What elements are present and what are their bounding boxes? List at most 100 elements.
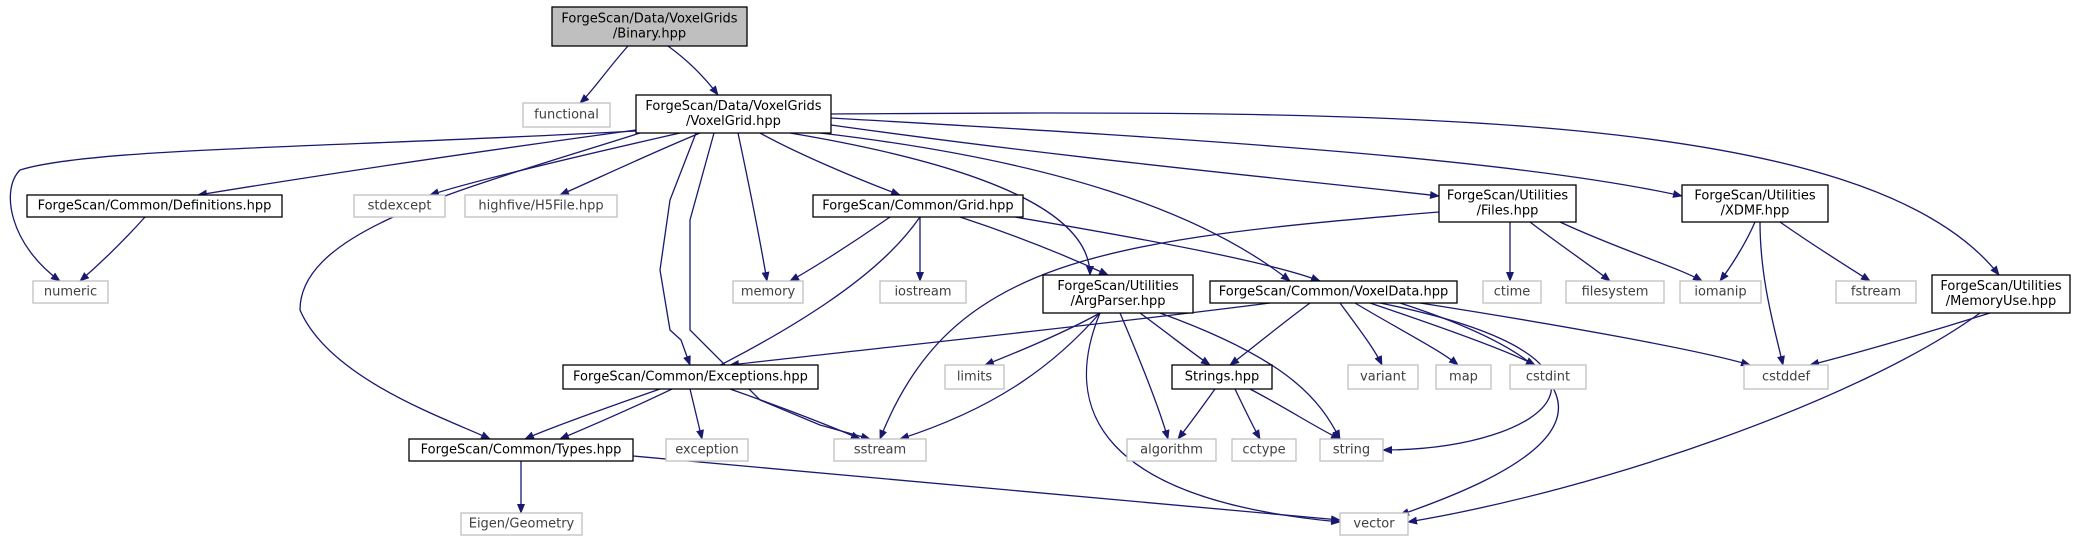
edge-voxelgrid-to-types [299, 132, 641, 440]
node-label: memory [741, 285, 796, 300]
node-label: ForgeScan/Common/Grid.hpp [822, 199, 1013, 214]
node-definitions[interactable]: ForgeScan/Common/Definitions.hpp [26, 194, 283, 218]
node-vector: vector [1339, 512, 1409, 536]
edge-strings-to-string [1249, 388, 1341, 440]
node-xdmf[interactable]: ForgeScan/Utilities/XDMF.hpp [1681, 184, 1829, 223]
node-voxelgrid[interactable]: ForgeScan/Data/VoxelGrids/VoxelGrid.hpp [635, 94, 832, 134]
node-label: ctime [1494, 285, 1531, 300]
node-stdexcept: stdexcept [353, 194, 446, 218]
node-algorithm: algorithm [1126, 438, 1217, 462]
edge-xdmf-to-cstddef [1759, 221, 1785, 366]
node-label: limits [957, 370, 993, 385]
edge-argparser-to-limits [984, 312, 1101, 366]
edge-voxelgrid-to-memoryuse [830, 112, 2000, 276]
node-label: numeric [44, 285, 97, 300]
node-label: stdexcept [368, 199, 432, 214]
node-label: ForgeScan/Utilities [1940, 279, 2061, 294]
node-box [833, 438, 927, 462]
node-box [1835, 280, 1917, 304]
node-box [551, 6, 748, 47]
node-box [353, 194, 446, 218]
node-label: /MemoryUse.hpp [1946, 294, 2056, 309]
node-label: cstddef [1762, 370, 1811, 385]
edge-xdmf-to-fstream [1779, 221, 1871, 282]
node-functional: functional [522, 102, 611, 128]
node-label: iomanip [1694, 285, 1746, 300]
node-filesystem: filesystem [1565, 280, 1665, 304]
node-iostream: iostream [879, 280, 967, 304]
edge-argparser-to-vector [1085, 312, 1341, 526]
node-exception: exception [665, 438, 749, 462]
edge-voxeldata-to-strings [1229, 302, 1311, 366]
node-fstream: fstream [1835, 280, 1917, 304]
edge-files-to-sstream [879, 211, 1440, 440]
node-box [1231, 438, 1297, 462]
node-label: ForgeScan/Utilities [1447, 189, 1568, 204]
node-label: Strings.hpp [1185, 370, 1259, 385]
node-label: fstream [1851, 285, 1901, 300]
node-box [408, 438, 634, 462]
node-argparser[interactable]: ForgeScan/Utilities/ArgParser.hpp [1042, 274, 1194, 314]
node-box [1931, 274, 2071, 314]
edge-voxeldata-to-exceptions [729, 302, 1271, 368]
edge-voxeldata-to-cstddef [1419, 302, 1751, 367]
node-box [1209, 280, 1458, 304]
node-label: cstdint [1526, 370, 1570, 385]
node-box [665, 438, 749, 462]
node-ctime: ctime [1482, 280, 1542, 304]
node-box [32, 280, 109, 304]
node-iomanip: iomanip [1679, 280, 1762, 304]
node-memory: memory [732, 280, 804, 304]
node-strings[interactable]: Strings.hpp [1171, 364, 1273, 390]
node-label: exception [675, 443, 739, 458]
node-map: map [1435, 364, 1492, 390]
node-label: ForgeScan/Utilities [1694, 189, 1815, 204]
edge-voxelgrid-to-h5file [559, 132, 701, 196]
node-label: /Files.hpp [1477, 204, 1539, 219]
node-box [522, 102, 611, 128]
edge-definitions-to-numeric [79, 216, 146, 282]
nodes-layer: ForgeScan/Data/VoxelGrids/Binary.hppfunc… [26, 6, 2071, 536]
edge-voxelgrid-to-files [830, 124, 1440, 199]
edge-voxeldata-to-vector [1399, 302, 1560, 516]
edge-argparser-to-sstream [899, 312, 1101, 441]
node-variant: variant [1347, 364, 1419, 390]
node-eigen: Eigen/Geometry [460, 512, 583, 536]
edge-exceptions-to-sstream [729, 388, 861, 440]
edge-voxelgrid-to-grid [759, 132, 901, 196]
node-box [562, 364, 819, 390]
node-box [1042, 274, 1194, 314]
node-label: sstream [854, 443, 906, 458]
node-box [1171, 364, 1273, 390]
edge-voxelgrid-to-exceptions [659, 132, 697, 366]
node-voxeldata[interactable]: ForgeScan/Common/VoxelData.hpp [1209, 280, 1458, 304]
node-types[interactable]: ForgeScan/Common/Types.hpp [408, 438, 634, 462]
node-grid[interactable]: ForgeScan/Common/Grid.hpp [812, 194, 1024, 218]
edge-voxeldata-to-string [1379, 302, 1553, 454]
edge-argparser-to-strings [1139, 312, 1211, 366]
node-label: highfive/H5File.hpp [478, 199, 603, 214]
node-box [1126, 438, 1217, 462]
node-label: ForgeScan/Common/Types.hpp [421, 443, 622, 458]
node-box [812, 194, 1024, 218]
edge-exceptions-to-types [524, 388, 661, 440]
node-memoryuse[interactable]: ForgeScan/Utilities/MemoryUse.hpp [1931, 274, 2071, 314]
edge-grid-to-voxeldata [1014, 216, 1321, 282]
edge-grid-to-types [559, 216, 921, 440]
node-box [635, 94, 832, 134]
node-label: ForgeScan/Common/Definitions.hpp [38, 199, 272, 214]
node-exceptions[interactable]: ForgeScan/Common/Exceptions.hpp [562, 364, 819, 390]
edge-files-to-iomanip [1559, 221, 1703, 282]
node-label: string [1333, 443, 1370, 458]
edge-strings-to-cctype [1234, 388, 1261, 440]
node-numeric: numeric [32, 280, 109, 304]
edge-strings-to-algorithm [1177, 388, 1216, 440]
node-box [1565, 280, 1665, 304]
edge-binary-to-voxelgrid [667, 45, 719, 96]
node-label: ForgeScan/Common/Exceptions.hpp [573, 370, 808, 385]
node-box [879, 280, 967, 304]
edge-binary-to-functional [579, 45, 629, 104]
node-files[interactable]: ForgeScan/Utilities/Files.hpp [1438, 184, 1577, 223]
node-label: cctype [1242, 443, 1285, 458]
